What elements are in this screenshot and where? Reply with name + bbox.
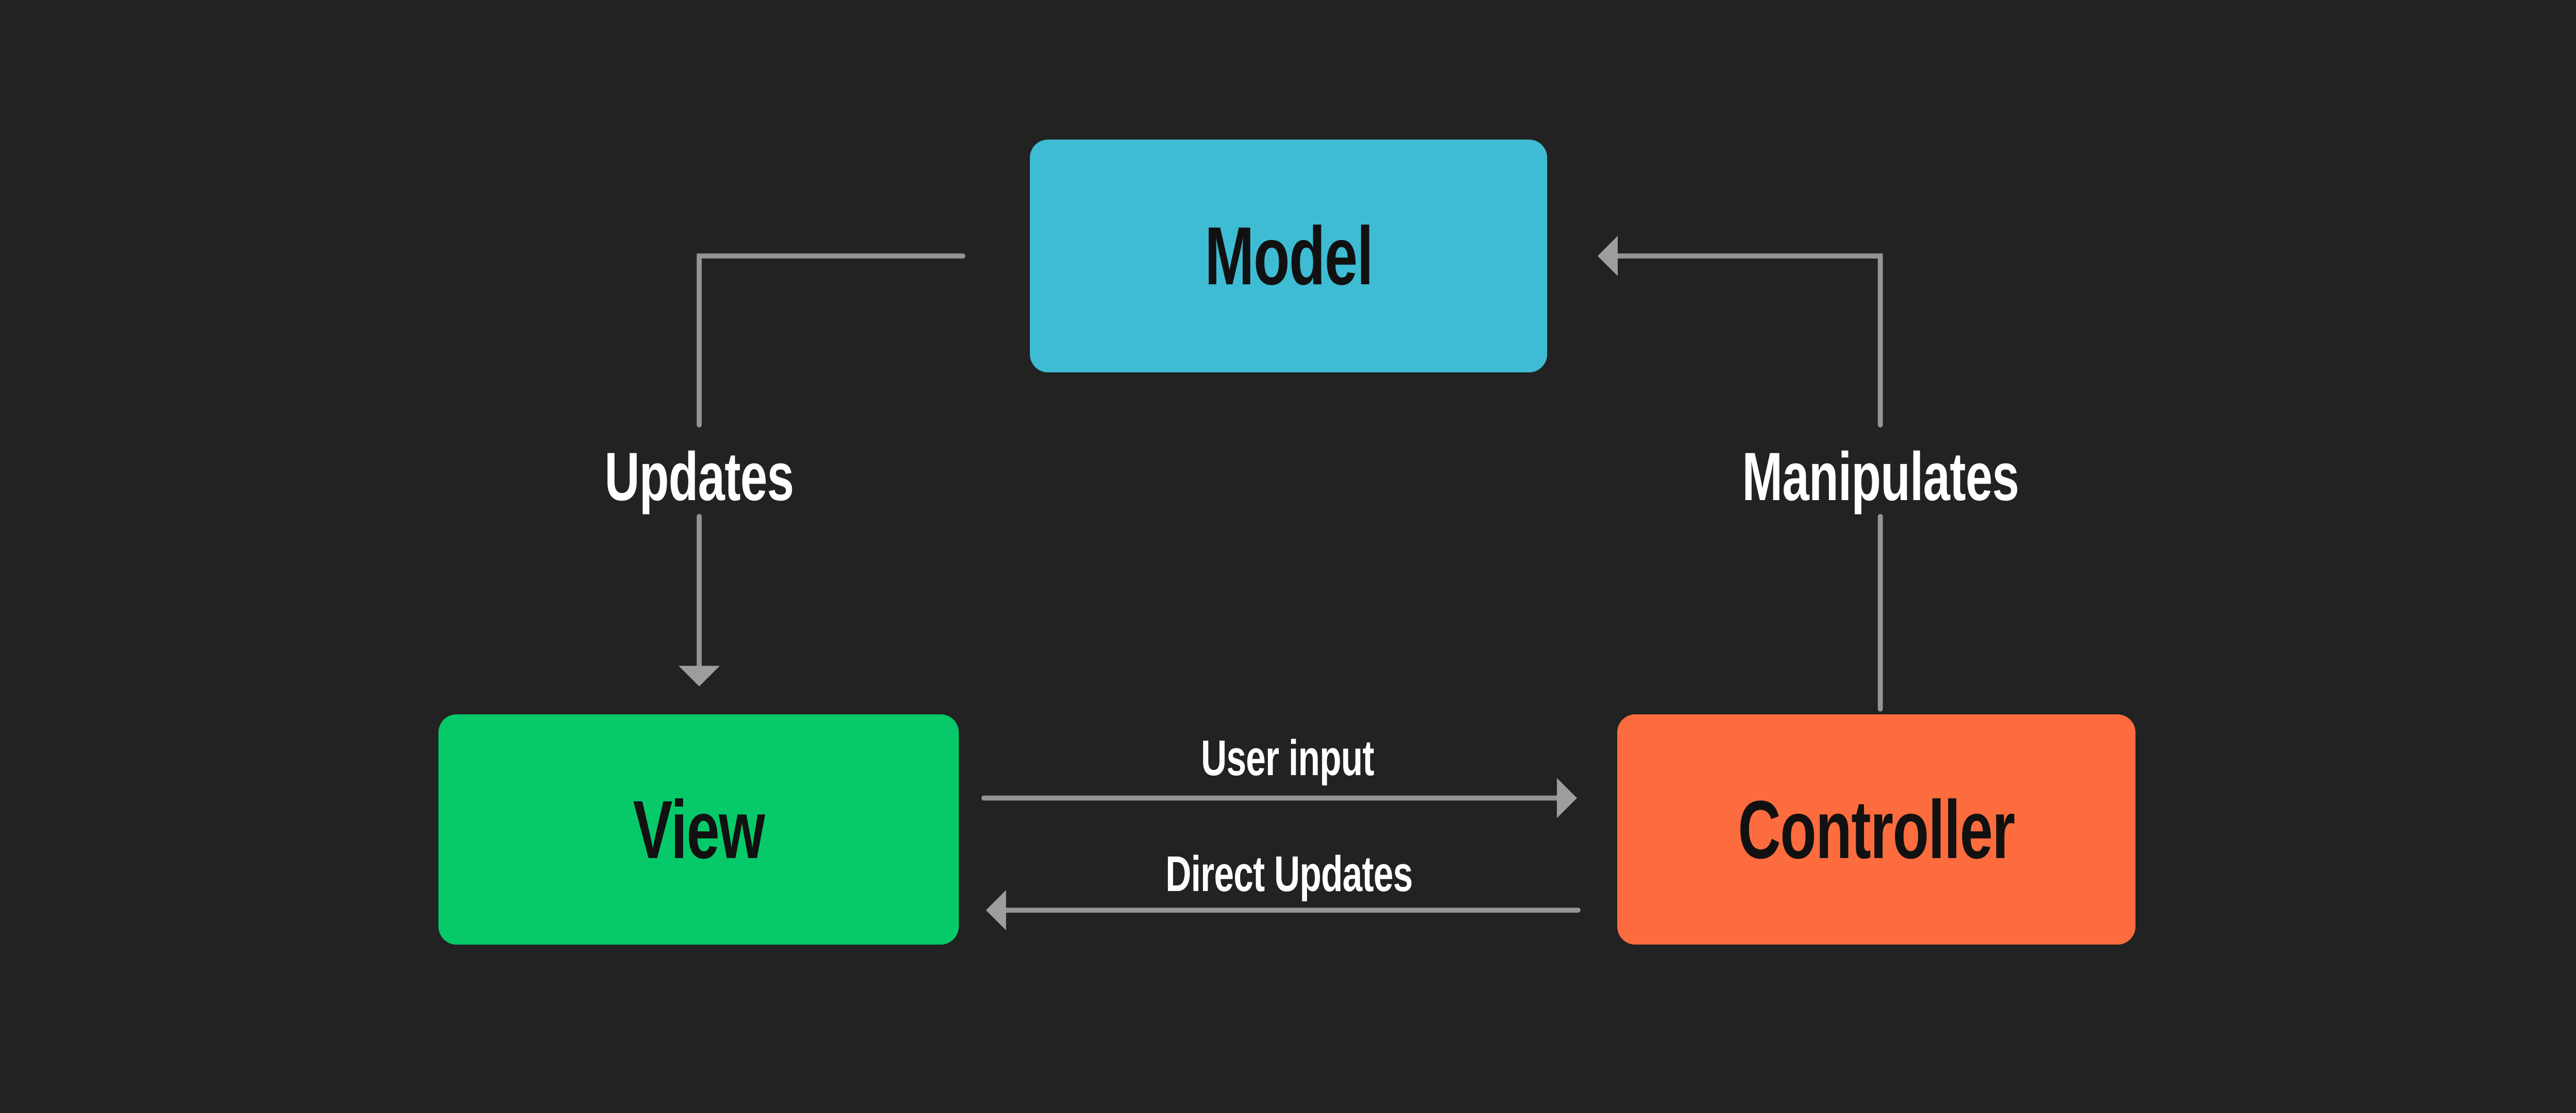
controller-node-label: Controller <box>1738 783 2015 876</box>
model-node-label: Model <box>1204 209 1373 302</box>
manipulates-arrowhead-left-icon <box>1597 235 1618 277</box>
user-input-arrowhead-right-icon <box>1556 778 1577 818</box>
direct-updates-edge-label: Direct Updates <box>1165 845 1413 902</box>
manipulates-edge-label: Manipulates <box>1742 438 2019 515</box>
controller-node: Controller <box>1617 714 2136 945</box>
model-node: Model <box>1029 140 1548 372</box>
manipulates-connector-upper <box>1615 253 1883 427</box>
view-node-label: View <box>633 783 765 876</box>
connector-layer <box>679 235 1883 931</box>
updates-arrowhead-down-icon <box>679 665 720 687</box>
user-input-edge-label: User input <box>1200 730 1375 786</box>
mvc-diagram: Model View Controller Updates Manipulate… <box>438 140 2136 945</box>
updates-connector-upper <box>697 253 965 427</box>
updates-edge-label: Updates <box>604 438 794 515</box>
view-node: View <box>438 714 959 945</box>
direct-updates-arrowhead-left-icon <box>986 890 1006 931</box>
